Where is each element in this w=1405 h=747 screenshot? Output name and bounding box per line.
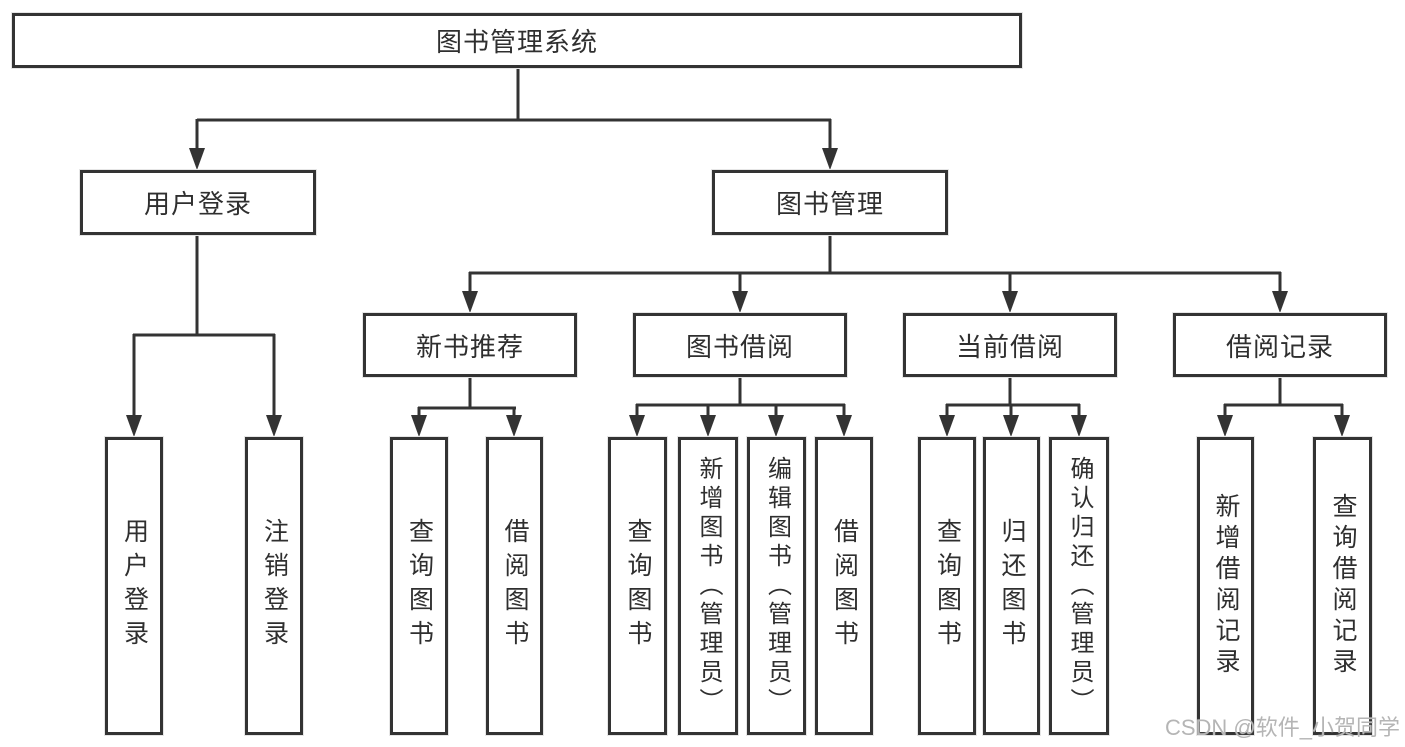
leaf-label: 借阅图书 bbox=[830, 518, 859, 654]
leaf-add-borrow-record: 新增借阅记录 bbox=[1197, 437, 1254, 735]
leaf-edit-books-admin: 编辑图书（管理员） bbox=[747, 437, 806, 735]
leaf-label: 注销登录 bbox=[260, 518, 289, 654]
leaf-label: 查询图书 bbox=[405, 518, 434, 654]
node-borrow-records: 借阅记录 bbox=[1173, 313, 1387, 377]
leaf-label: 确认归还（管理员） bbox=[1066, 455, 1093, 717]
leaf-label: 编辑图书（管理员） bbox=[763, 455, 791, 717]
node-label: 图书借阅 bbox=[685, 331, 794, 362]
leaf-user-login: 用户登录 bbox=[105, 437, 163, 735]
node-label: 新书推荐 bbox=[415, 331, 524, 362]
node-label: 借阅记录 bbox=[1225, 331, 1334, 362]
csdn-watermark: CSDN @软件_小贺同学 bbox=[1164, 715, 1400, 740]
leaf-borrow-books-recommend: 借阅图书 bbox=[486, 437, 543, 735]
leaf-label: 借阅图书 bbox=[501, 518, 529, 654]
node-user-login: 用户登录 bbox=[80, 170, 316, 235]
leaf-add-books-admin: 新增图书（管理员） bbox=[678, 437, 738, 735]
node-new-book-recommend: 新书推荐 bbox=[363, 313, 577, 377]
leaf-logout: 注销登录 bbox=[245, 437, 303, 735]
leaf-confirm-return-admin: 确认归还（管理员） bbox=[1049, 437, 1109, 735]
node-label: 当前借阅 bbox=[955, 331, 1064, 362]
node-book-management: 图书管理 bbox=[712, 170, 948, 235]
leaf-label: 查询图书 bbox=[624, 518, 652, 654]
node-current-borrowing: 当前借阅 bbox=[903, 313, 1117, 377]
leaf-query-books-borrowing: 查询图书 bbox=[608, 437, 667, 735]
node-label: 图书管理系统 bbox=[435, 27, 598, 57]
leaf-label: 查询借阅记录 bbox=[1329, 493, 1357, 679]
leaf-query-borrow-record: 查询借阅记录 bbox=[1313, 437, 1372, 735]
leaf-query-books-recommend: 查询图书 bbox=[390, 437, 448, 735]
node-label: 图书管理 bbox=[775, 189, 884, 219]
leaf-borrow-books-borrowing: 借阅图书 bbox=[815, 437, 873, 735]
node-book-borrowing: 图书借阅 bbox=[633, 313, 847, 377]
node-root-system: 图书管理系统 bbox=[12, 13, 1022, 68]
node-label: 用户登录 bbox=[143, 189, 252, 219]
leaf-label: 新增图书（管理员） bbox=[695, 455, 722, 717]
leaf-label: 归还图书 bbox=[998, 518, 1026, 654]
leaf-label: 查询图书 bbox=[933, 518, 962, 654]
leaf-label: 新增借阅记录 bbox=[1212, 493, 1240, 679]
leaf-query-books-current: 查询图书 bbox=[918, 437, 976, 735]
leaf-return-books: 归还图书 bbox=[983, 437, 1040, 735]
leaf-label: 用户登录 bbox=[120, 518, 149, 654]
